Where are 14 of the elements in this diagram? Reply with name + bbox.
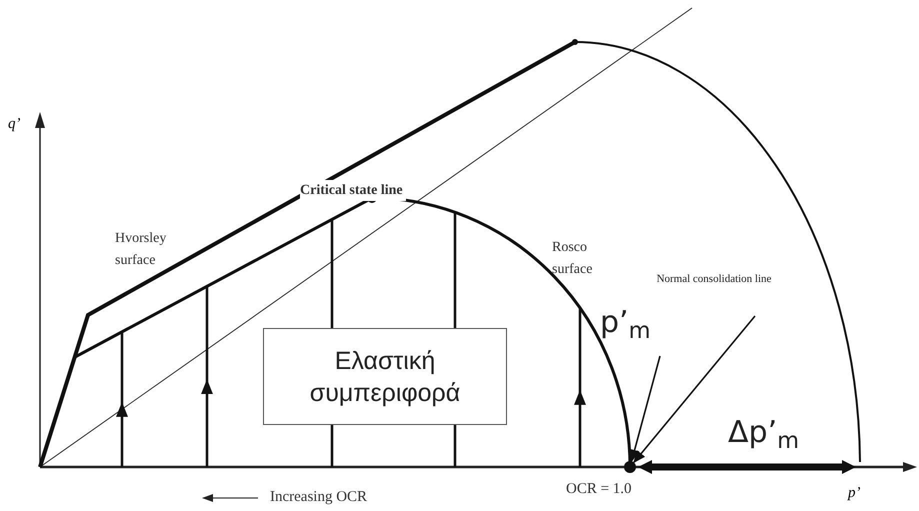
curve-label: Critical state line: [300, 180, 406, 201]
annotation-text: p’$_{m}$: [600, 303, 680, 343]
axis-label: p’: [848, 484, 862, 503]
annotation-text: Normal consolidation line: [640, 272, 788, 286]
axis-label: q’: [8, 115, 22, 134]
direction-label: Increasing OCR: [270, 488, 368, 507]
dimension-label: Δp’$_{m}$: [728, 414, 800, 453]
surface-label: Rosco surface: [552, 239, 594, 279]
point-marker: [624, 461, 636, 473]
point-label: OCR = 1.0: [566, 480, 633, 499]
leader-arrow: [633, 315, 756, 464]
surface-label: Hvorsley surface: [115, 230, 168, 270]
region-box: Ελαστική συμπεριφορά: [263, 328, 507, 425]
leader-arrow: [630, 356, 661, 462]
